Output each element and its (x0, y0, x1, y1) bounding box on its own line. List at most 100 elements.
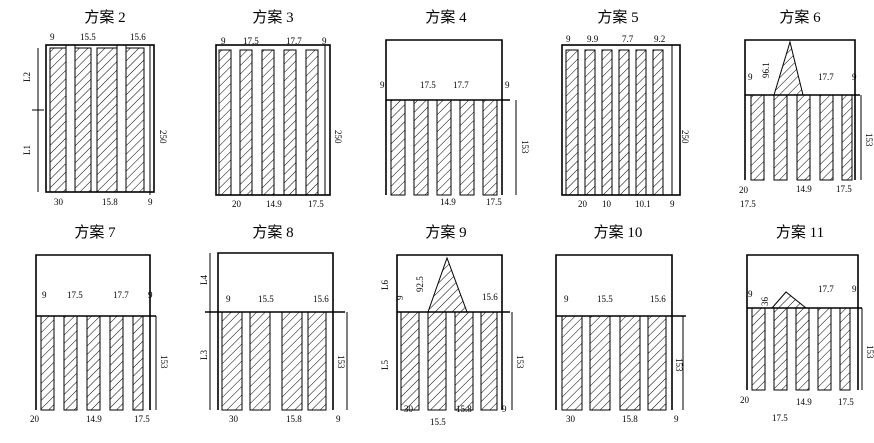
hatched-strip (618, 49, 630, 196)
hatched-strip (817, 307, 832, 391)
dim-label: 14.9 (796, 397, 812, 407)
hatched-strip (132, 315, 144, 411)
dim-label: 17.5 (134, 414, 150, 424)
dim-label: 9 (748, 72, 753, 82)
panel-title: 方案 11 (776, 223, 824, 241)
dim-label: 17.7 (453, 80, 469, 90)
panel-title: 方案 10 (594, 223, 643, 241)
dim-label: 17.7 (818, 72, 834, 82)
hatched-strip (619, 315, 641, 411)
hatched-strip (584, 49, 596, 196)
dim-label: L4 (199, 275, 209, 285)
dim-label: 92.5 (415, 276, 425, 292)
dim-label: 20 (740, 395, 750, 405)
hatched-strip (218, 49, 232, 196)
dim-label: 9 (566, 34, 571, 44)
panel-scheme-7: 方案 7 9 17.5 17.7 9 153 20 14.9 17.5 (30, 223, 169, 424)
dim-label: 14.9 (796, 184, 812, 194)
dim-label: 250 (158, 130, 168, 144)
panel-title: 方案 6 (779, 8, 821, 26)
hatched-strip (795, 307, 810, 391)
hatched-strip (74, 47, 92, 193)
hatched-strip (454, 311, 474, 411)
dim-label: 153 (674, 358, 684, 372)
hatched-strip (436, 99, 452, 196)
hatched-strip (796, 94, 811, 181)
hatched-strip (400, 311, 420, 411)
dim-label: 17.7 (113, 290, 129, 300)
hatched-strip (750, 94, 765, 181)
hatched-strip (390, 99, 406, 196)
dim-label: 9 (322, 36, 327, 46)
dim-label: 15.6 (313, 294, 329, 304)
dim-label: 20 (578, 199, 588, 209)
dim-label: 17.5 (420, 80, 436, 90)
dim-label: 15.5 (80, 32, 96, 42)
hatched-strip (413, 99, 429, 196)
panel-outline (396, 254, 503, 410)
dim-label: 9 (564, 294, 569, 304)
hatched-strip (40, 315, 55, 411)
panel-outline (744, 39, 856, 180)
panel-outline (746, 254, 859, 390)
panel-scheme-4: 方案 4 9 17.5 17.7 9 153 14.9 17.5 (380, 8, 530, 207)
dim-label: 9 (226, 294, 231, 304)
dim-label: 17.5 (243, 36, 259, 46)
dim-label: 9 (674, 414, 679, 424)
hatched-strip (261, 49, 275, 196)
hatched-strip (307, 311, 327, 411)
hatched-strip (601, 49, 613, 196)
dim-label: 17.5 (486, 197, 502, 207)
dim-label: 96.1 (761, 62, 771, 78)
dim-label: L5 (380, 360, 390, 370)
dim-label: 20 (232, 199, 242, 209)
dim-label: 20 (739, 185, 749, 195)
hatched-strip (239, 49, 253, 196)
hatched-strip (561, 315, 583, 411)
dim-label: 30 (54, 197, 64, 207)
dim-label: 9.9 (587, 34, 599, 44)
dim-label: 15.5 (597, 294, 613, 304)
panel-title: 方案 7 (74, 223, 116, 241)
panel-scheme-9: 方案 9 L6 9 92.5 15.6 L5 153 30 15.8 9 15.… (380, 223, 525, 427)
hatched-strip (480, 311, 498, 411)
dim-label: 153 (865, 345, 874, 359)
dim-label: 30 (229, 414, 239, 424)
hatched-strip (49, 47, 67, 193)
dim-label: 20 (30, 414, 40, 424)
hatched-strip (773, 307, 788, 391)
dim-label: 17.5 (308, 199, 324, 209)
dim-label: L3 (199, 350, 209, 360)
dim-label: 9 (148, 290, 153, 300)
panel-outline (217, 252, 334, 410)
dim-label: 15.8 (102, 197, 118, 207)
hatched-strip (647, 315, 667, 411)
dim-label: 15.8 (622, 414, 638, 424)
hatched-strip (221, 311, 243, 411)
dim-label: 15.8 (456, 404, 472, 414)
panel-title: 方案 3 (252, 8, 293, 26)
panel-scheme-5: 方案 5 9 9.9 7.7 9.2 250 20 10 10.1 9 (561, 8, 690, 209)
hatched-strip (819, 94, 834, 181)
dim-label: 30 (566, 414, 576, 424)
dim-label: 10.1 (635, 199, 651, 209)
dim-label: 17.5 (838, 397, 854, 407)
dim-label: 14.9 (266, 199, 282, 209)
dim-label: 15.5 (258, 294, 274, 304)
panel-title: 方案 4 (425, 8, 467, 26)
panel-scheme-6: 方案 6 96.1 9 17.7 9 153 20 14.9 17.5 17.5 (739, 8, 874, 209)
dim-label: 9 (670, 199, 675, 209)
hatched-strip (427, 311, 447, 411)
hatched-strip (281, 311, 303, 411)
hatched-strip (305, 49, 319, 196)
dim-label: 153 (515, 355, 525, 369)
gap-column (65, 44, 76, 193)
hatched-strip (589, 315, 611, 411)
hatched-strip (565, 49, 579, 196)
dim-label: 9.2 (654, 34, 665, 44)
dim-label: 153 (864, 133, 874, 147)
dim-label: 250 (333, 130, 343, 144)
dim-label: 9 (50, 32, 55, 42)
triangular-pillar (427, 256, 468, 313)
